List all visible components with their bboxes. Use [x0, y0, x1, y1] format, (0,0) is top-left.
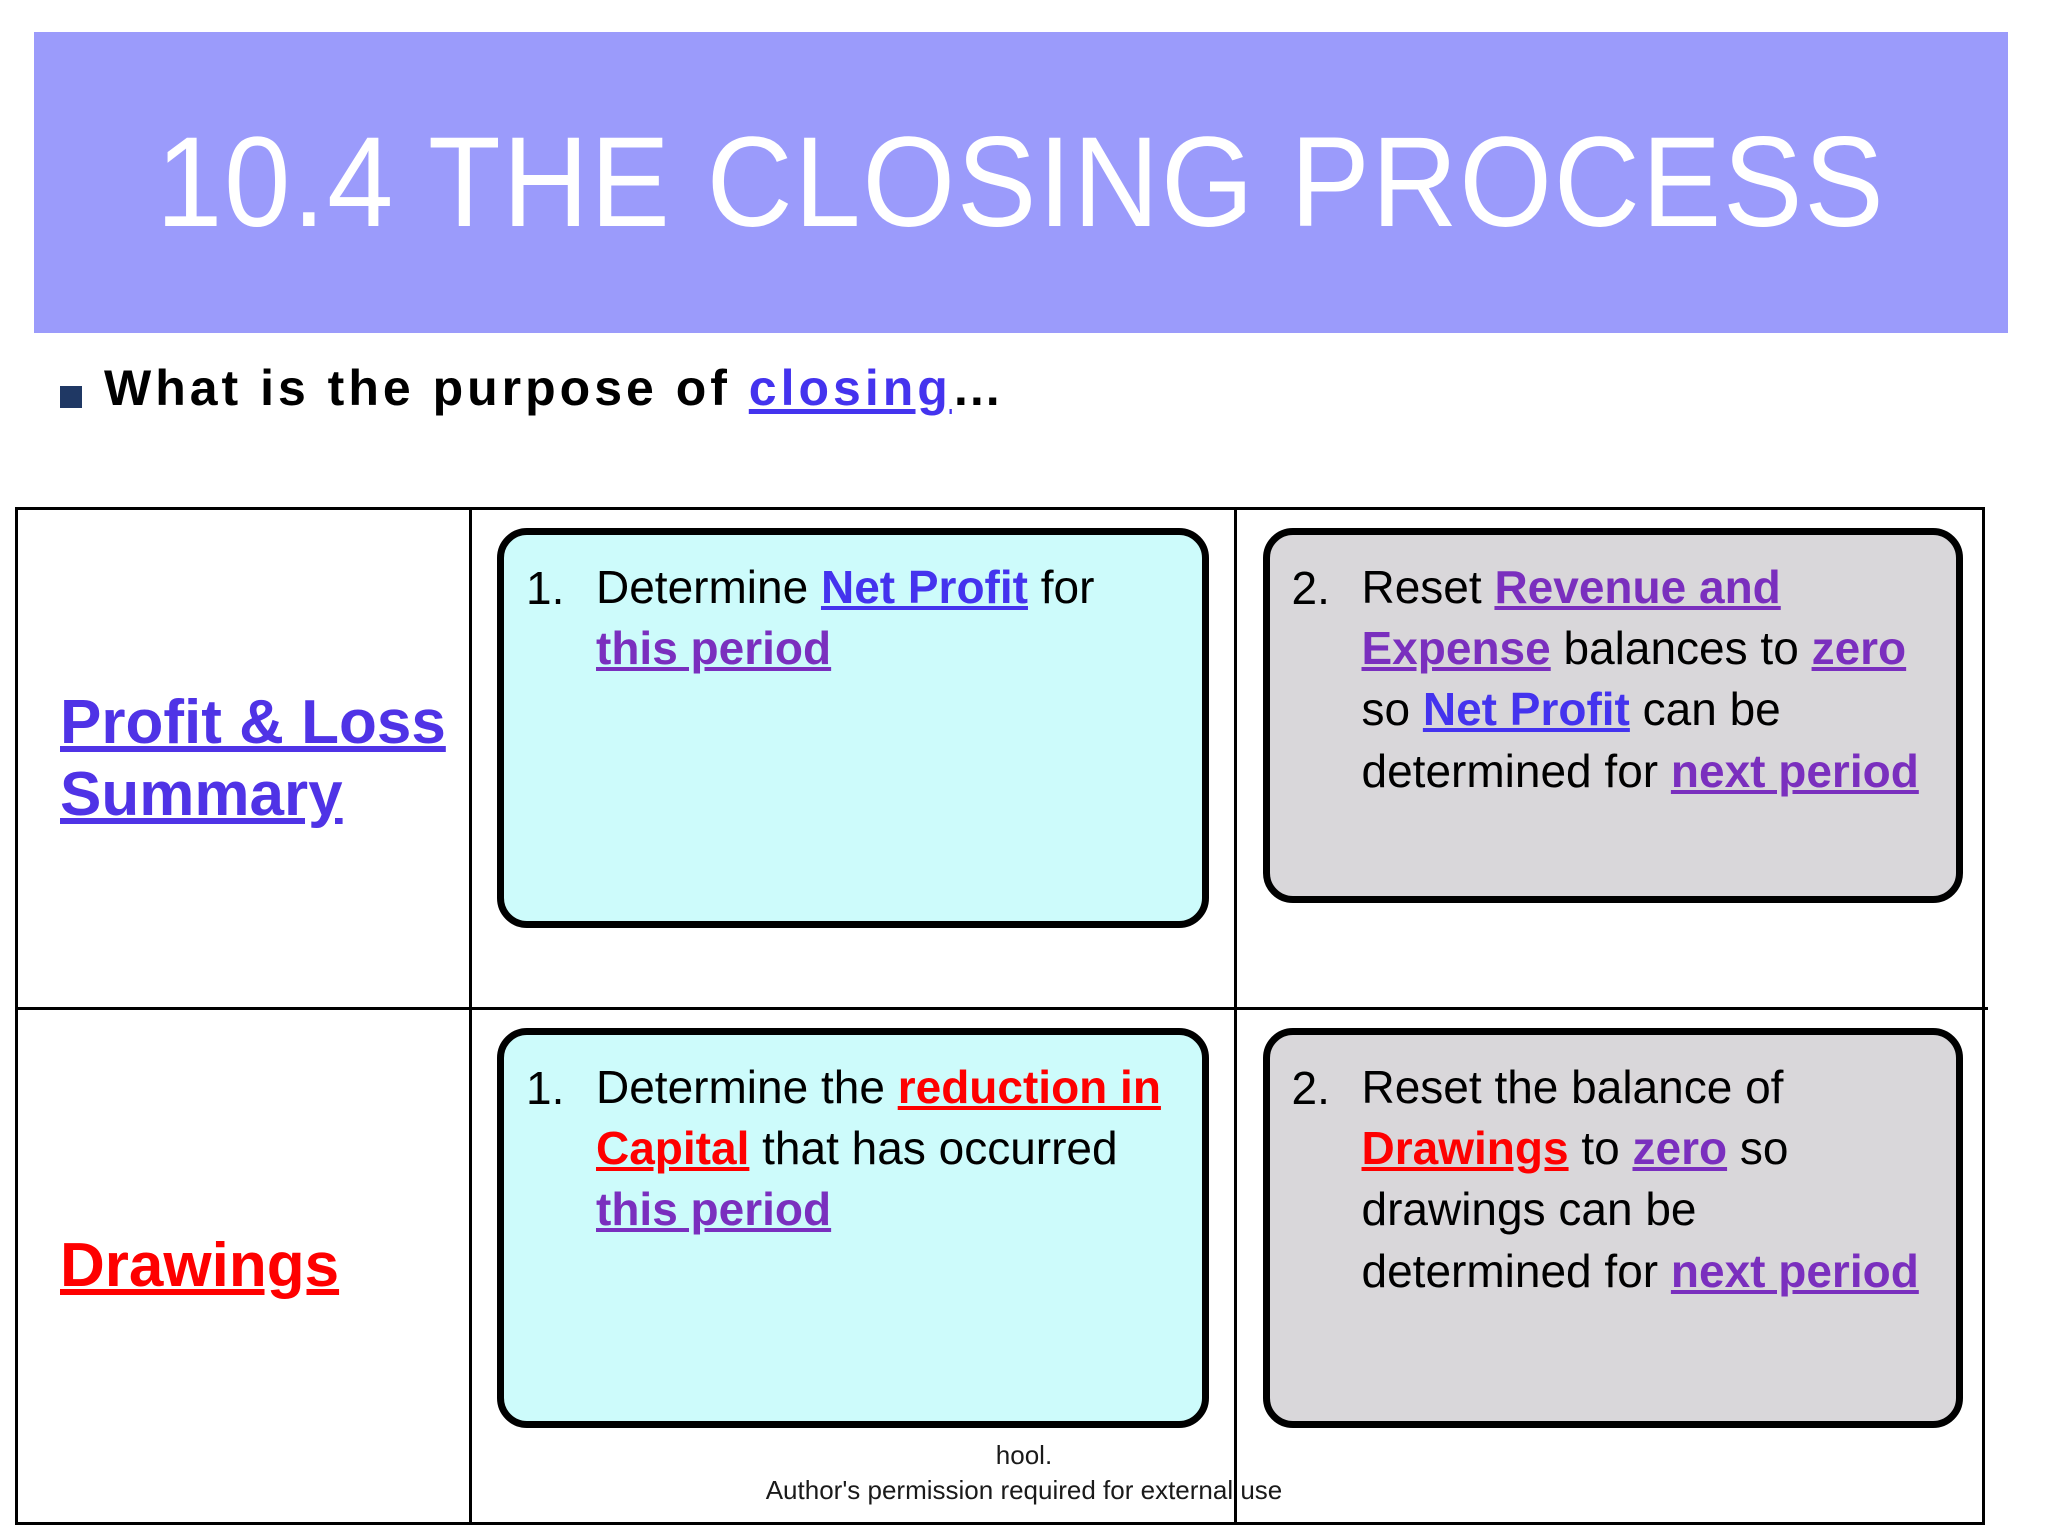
plain-text: Determine	[596, 561, 821, 613]
bullet-keyword-closing: closing	[748, 360, 952, 416]
plain-text: to	[1568, 1122, 1633, 1175]
step-box-r1c2: 2. Reset Revenue and Expense balances to…	[1262, 528, 1963, 903]
highlight-term: zero	[1632, 1122, 1728, 1175]
plain-text: can be determined for	[1361, 683, 1781, 797]
table-row-label-drawings: Drawings	[18, 1010, 472, 1522]
bullet-text-after: …	[951, 360, 1002, 416]
table-cell-r2c2: 2. Reset the balance of Drawings to zero…	[1237, 1010, 1988, 1522]
highlight-term: this period	[596, 622, 832, 675]
highlight-term: this period	[596, 1183, 832, 1236]
step-number-r1c2: 2.	[1291, 562, 1330, 614]
step-text-r2c1: Determine the reduction in Capital that …	[596, 1057, 1176, 1241]
label-drawings: Drawings	[60, 1231, 340, 1301]
table-cell-r1c2: 2. Reset Revenue and Expense balances to…	[1237, 510, 1988, 1010]
slide-title-banner: 10.4 THE CLOSING PROCESS	[34, 32, 2008, 333]
step-number-r2c2: 2.	[1291, 1062, 1330, 1114]
step-box-r2c2: 2. Reset the balance of Drawings to zero…	[1262, 1028, 1963, 1428]
plain-text: Reset	[1361, 561, 1495, 613]
bullet-line: What is the purpose of closing…	[60, 360, 1002, 418]
plain-text: Determine the	[596, 1061, 898, 1113]
plain-text: so drawings can be determined for	[1361, 1122, 1789, 1297]
bullet-text-before: What is the purpose of	[104, 360, 749, 416]
table-cell-r1c1: 1. Determine Net Profit for this period	[472, 510, 1237, 1010]
highlight-term: zero	[1811, 622, 1907, 675]
plain-text: Reset the balance of	[1361, 1061, 1784, 1113]
highlight-term: reduction in Capital	[596, 1061, 1161, 1175]
highlight-term: Net Profit	[1422, 683, 1630, 736]
plain-text: for	[1027, 561, 1095, 613]
plain-text: that has occurred	[749, 1122, 1118, 1175]
step-number-r1c1: 1.	[526, 562, 565, 614]
step-box-r1c1: 1. Determine Net Profit for this period	[497, 528, 1209, 928]
step-box-r2c1: 1. Determine the reduction in Capital th…	[497, 1028, 1209, 1428]
table-cell-r2c1: 1. Determine the reduction in Capital th…	[472, 1010, 1237, 1522]
closing-process-table: Profit & Loss Summary 1. Determine Net P…	[15, 507, 1988, 1525]
step-number-r2c1: 1.	[526, 1062, 565, 1114]
highlight-term: Revenue and Expense	[1361, 561, 1781, 675]
highlight-term: next period	[1670, 1244, 1919, 1297]
highlight-term: next period	[1670, 744, 1919, 797]
plain-text: so	[1361, 683, 1423, 736]
step-text-r1c1: Determine Net Profit for this period	[596, 557, 1176, 679]
highlight-term: Drawings	[1361, 1122, 1569, 1175]
step-text-r2c2: Reset the balance of Drawings to zero so…	[1362, 1057, 1930, 1302]
bullet-line-text: What is the purpose of closing…	[104, 360, 1002, 418]
table-row-label-profit-loss-summary: Profit & Loss Summary	[18, 510, 472, 1010]
step-text-r1c2: Reset Revenue and Expense balances to ze…	[1362, 557, 1930, 802]
highlight-term: Net Profit	[820, 561, 1028, 613]
label-profit-loss-summary: Profit & Loss Summary	[60, 688, 446, 829]
plain-text: balances to	[1550, 622, 1812, 675]
page-title: 10.4 THE CLOSING PROCESS	[156, 110, 1886, 254]
square-bullet-icon	[60, 386, 82, 408]
